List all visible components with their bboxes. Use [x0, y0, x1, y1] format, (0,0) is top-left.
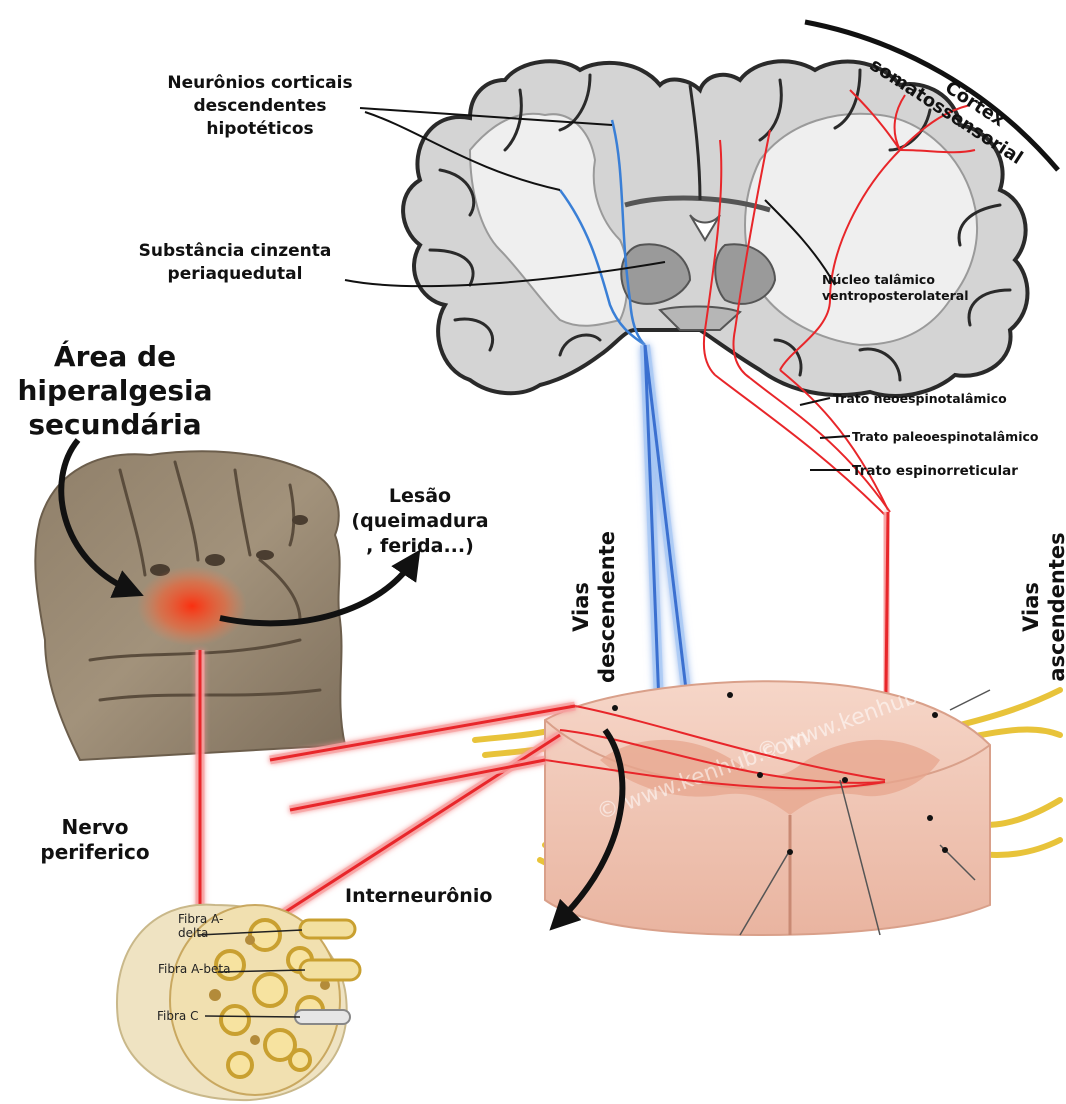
- thalamic-label-line1: Núcleo talâmico: [822, 272, 1012, 288]
- thalamic-nucleus-label: Núcleo talâmico ventroposterolateral: [822, 272, 1012, 304]
- paleo-tract-label: Trato paleoespinotalâmico: [852, 429, 1038, 445]
- fiber-c-label: Fibra C: [157, 1009, 198, 1023]
- lesion-line2: (queimadura: [340, 509, 500, 534]
- pag-label: Substância cinzenta periaquedutal: [110, 240, 360, 286]
- pag-label-line2: periaquedutal: [110, 263, 360, 286]
- ascending-pathways-label: Vias ascendentes: [1018, 522, 1066, 692]
- cortical-neurons-line1: Neurônios corticais: [150, 72, 370, 95]
- fiber-adelta-line1: Fibra A-: [178, 912, 223, 926]
- hand-illustration: [35, 451, 345, 760]
- interneuron-label: Interneurônio: [345, 885, 492, 907]
- hyperalgesia-line3: secundária: [0, 408, 230, 442]
- lesion-label: Lesão (queimadura , ferida...): [340, 484, 500, 559]
- peripheral-nerve-line2: periferico: [10, 840, 180, 865]
- descending-pathways-label: Vias descendente: [568, 522, 622, 692]
- lesion-line3: , ferida...): [340, 534, 500, 559]
- fiber-abeta-label: Fibra A-beta: [158, 962, 230, 976]
- lesion-glow: [137, 566, 247, 646]
- white-matter-right: [745, 114, 977, 345]
- fiber-adelta-label: Fibra A- delta: [178, 912, 223, 940]
- neo-tract-label: Trato neoespinotalâmico: [833, 391, 1007, 407]
- reticular-tract-label: Trato espinorreticular: [852, 463, 1018, 479]
- hyperalgesia-line1: Área de: [0, 340, 230, 374]
- descending-line1: Vias: [568, 522, 594, 692]
- descending-tract-glow: [645, 345, 692, 740]
- cortical-neurons-line2: descendentes: [150, 95, 370, 118]
- cortical-neurons-line3: hipotéticos: [150, 118, 370, 141]
- thalamic-label-line2: ventroposterolateral: [822, 288, 1012, 304]
- peripheral-nerve-line1: Nervo: [10, 815, 180, 840]
- hyperalgesia-line2: hiperalgesia: [0, 374, 230, 408]
- ascending-line2: ascendentes: [1044, 522, 1066, 692]
- nerve-cross-section: [117, 905, 360, 1100]
- ascending-line1: Vias: [1018, 522, 1044, 692]
- hyperalgesia-label: Área de hiperalgesia secundária: [0, 340, 230, 442]
- cortical-neurons-label: Neurônios corticais descendentes hipotét…: [150, 72, 370, 141]
- descending-line2: descendente: [594, 522, 620, 692]
- peripheral-nerve-label: Nervo periferico: [10, 815, 180, 865]
- pag-label-line1: Substância cinzenta: [110, 240, 360, 263]
- fiber-adelta-line2: delta: [178, 926, 223, 940]
- lesion-line1: Lesão: [340, 484, 500, 509]
